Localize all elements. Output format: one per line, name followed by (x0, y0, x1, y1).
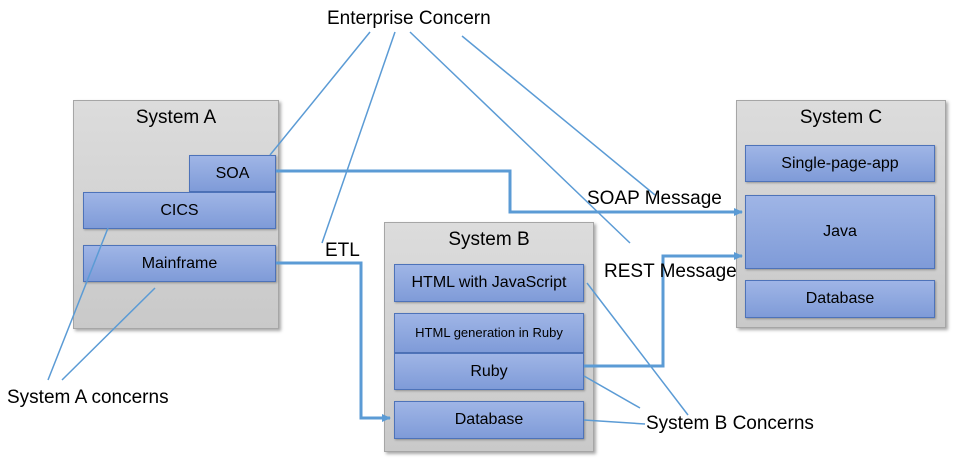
enterprise-concern-label: Enterprise Concern (327, 8, 491, 29)
etl-label: ETL (325, 240, 360, 261)
soa-label: SOA (215, 164, 250, 182)
system-b-callout-htmljs (586, 282, 689, 416)
soap-message-label: SOAP Message (587, 188, 722, 209)
enterprise-callout-soa (269, 31, 371, 156)
ruby-label: Ruby (470, 362, 508, 380)
enterprise-callout-soap (461, 35, 656, 196)
spa-label: Single-page-app (781, 154, 899, 172)
spa-component[interactable]: Single-page-app (745, 145, 935, 182)
ruby-component[interactable]: Ruby (394, 353, 584, 390)
system-c-database-component[interactable]: Database (745, 280, 935, 318)
html-gen-component[interactable]: HTML generation in Ruby (394, 313, 584, 353)
system-a-concerns-label: System A concerns (7, 387, 169, 408)
html-js-label: HTML with JavaScript (411, 274, 567, 292)
html-gen-label: HTML generation in Ruby (415, 325, 563, 341)
system-b-database-component[interactable]: Database (394, 401, 584, 439)
cics-component[interactable]: CICS (83, 192, 276, 229)
etl-arrow (276, 261, 391, 422)
java-component[interactable]: Java (745, 195, 935, 269)
rest-message-label: REST Message (604, 261, 737, 282)
system-b-database-label: Database (454, 411, 524, 429)
java-label: Java (823, 223, 857, 241)
mainframe-component[interactable]: Mainframe (83, 245, 276, 282)
enterprise-callout-rest (409, 31, 631, 244)
system-b-concerns-label: System B Concerns (646, 413, 814, 434)
system-c-title: System C (799, 107, 883, 128)
system-c-database-label: Database (805, 290, 875, 308)
mainframe-label: Mainframe (141, 254, 218, 272)
system-b-title: System B (448, 229, 530, 250)
soa-component[interactable]: SOA (189, 155, 276, 192)
enterprise-callout-etl (321, 31, 396, 244)
system-a-title: System A (135, 107, 217, 128)
html-js-component[interactable]: HTML with JavaScript (394, 264, 584, 302)
cics-label: CICS (160, 201, 199, 219)
